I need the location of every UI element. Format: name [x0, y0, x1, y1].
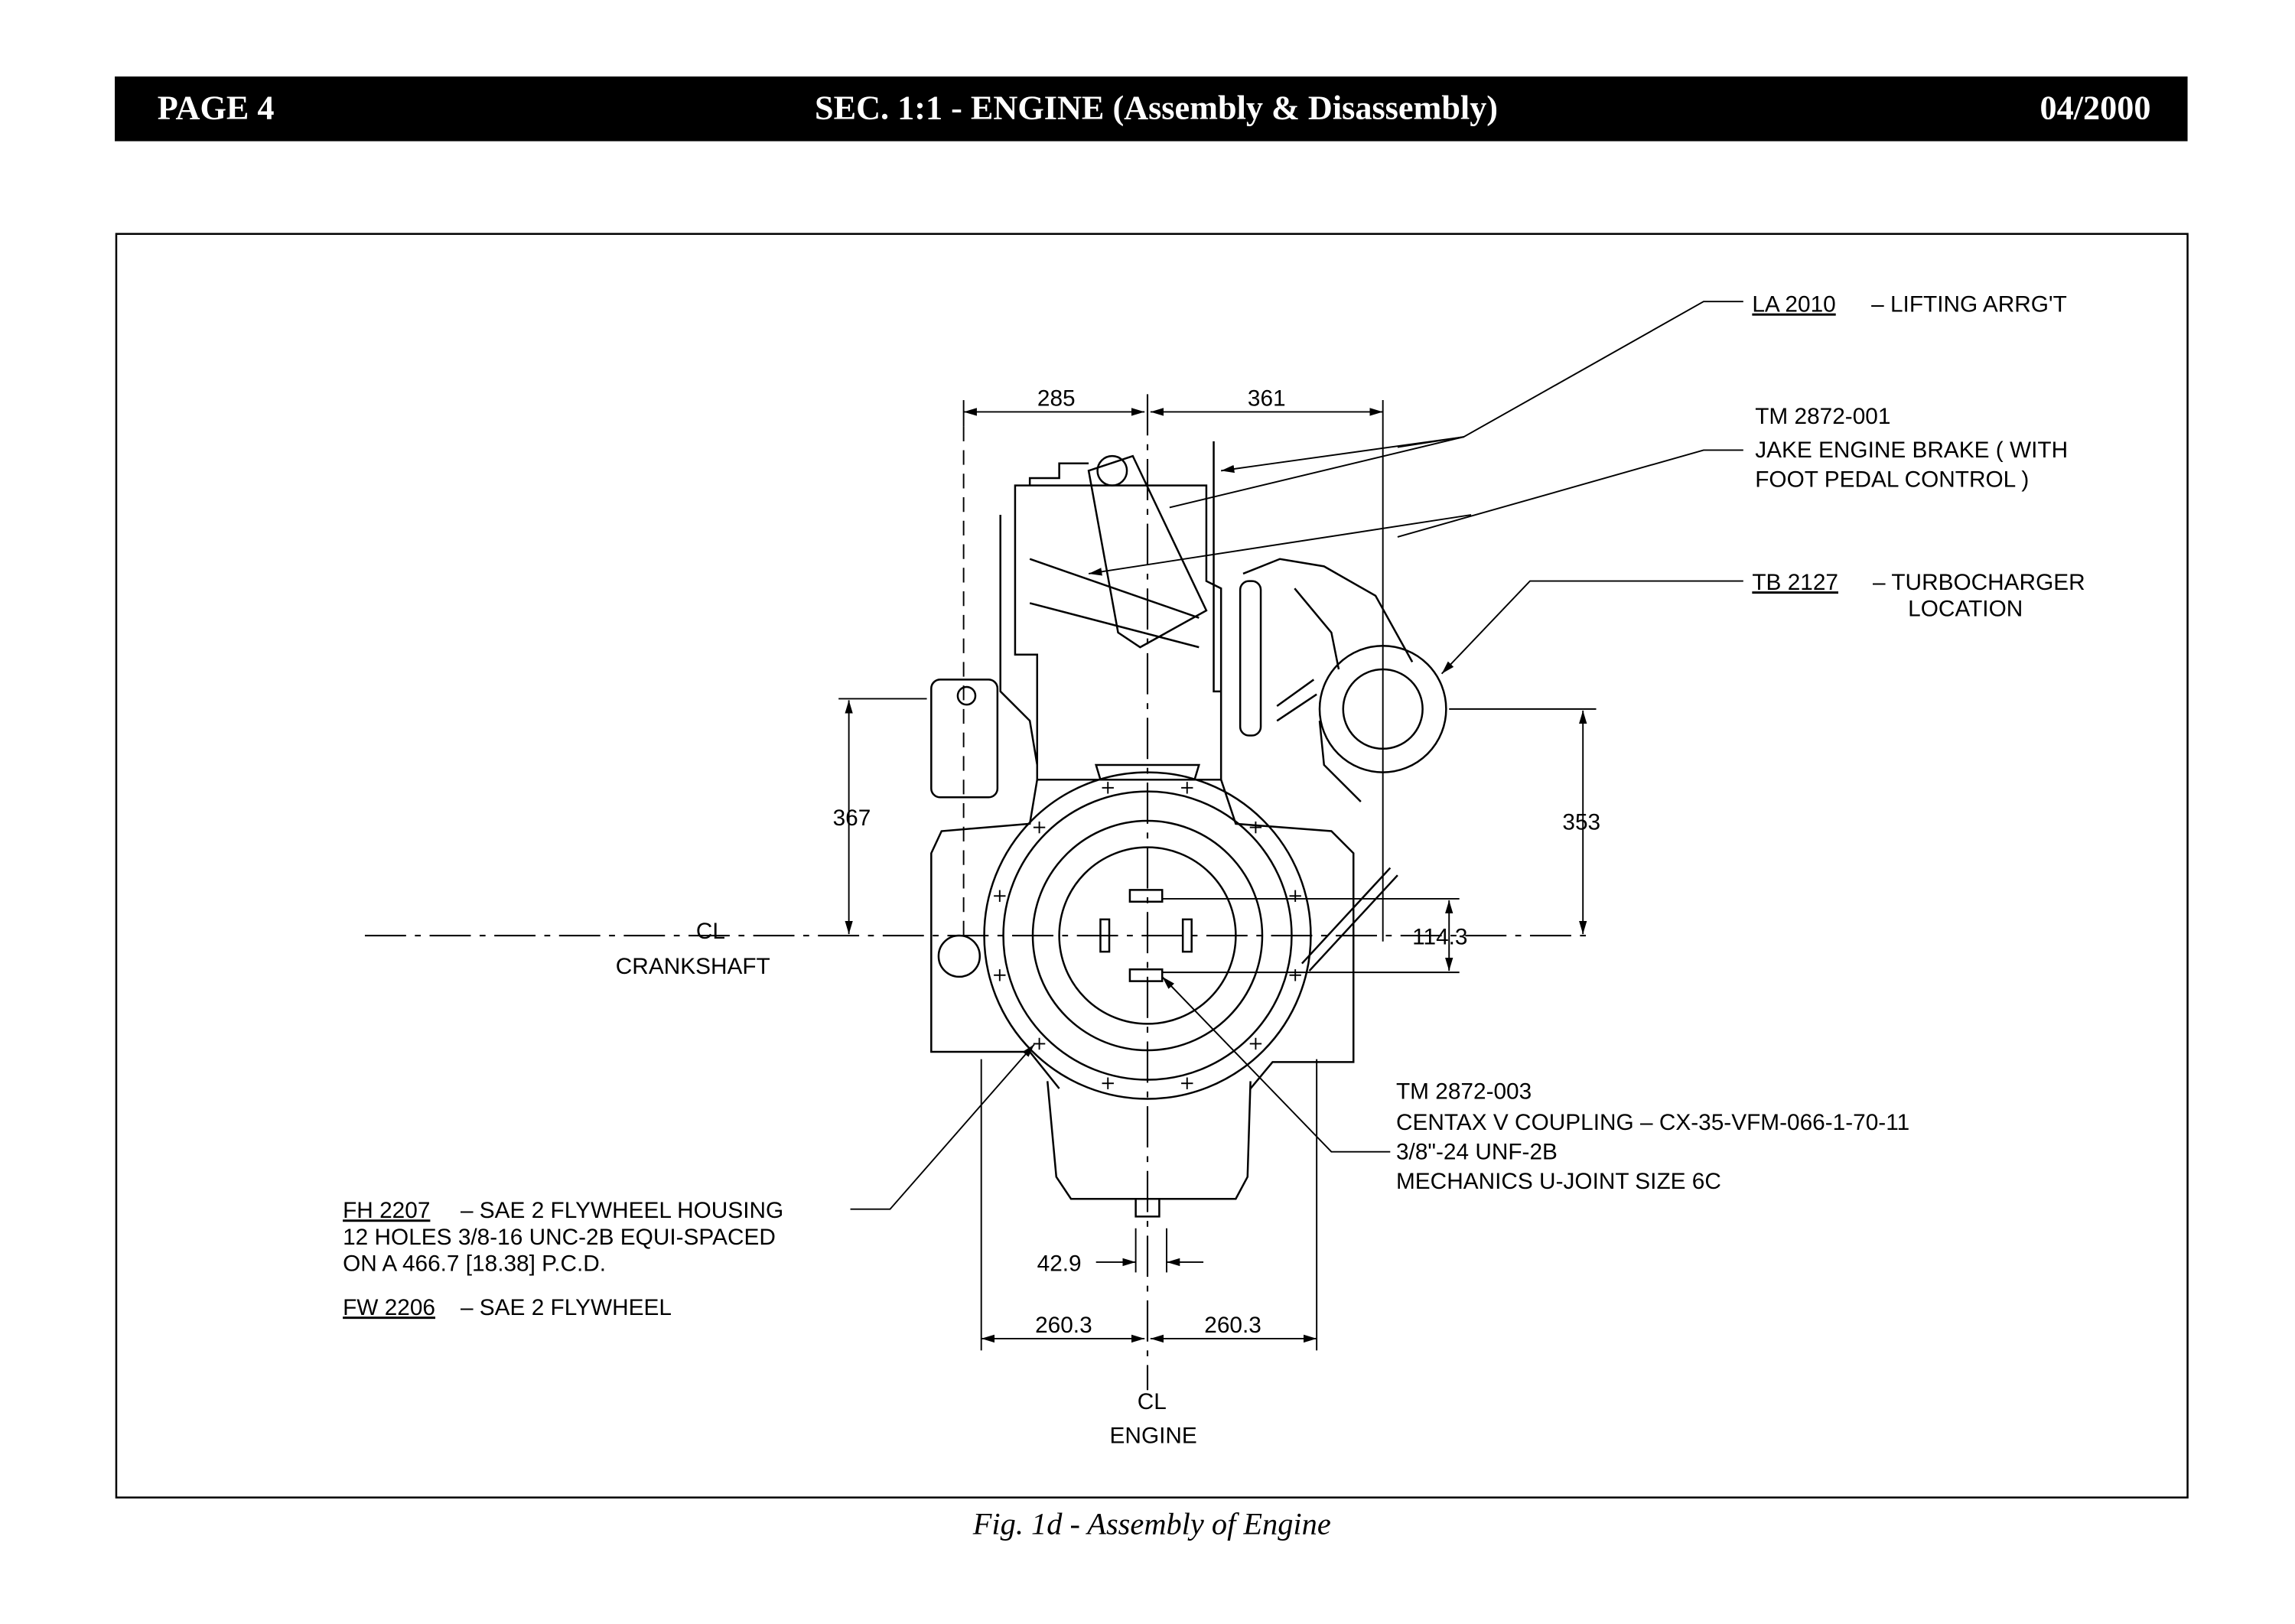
- fh-code: FH 2207: [343, 1198, 430, 1223]
- dim-42-9: 42.9: [1037, 1251, 1082, 1276]
- revision-date: 04/2000: [2040, 89, 2151, 127]
- figure-frame: [115, 233, 2189, 1499]
- tm1-line1: JAKE ENGINE BRAKE ( WITH: [1755, 438, 2068, 463]
- tm3-line3: MECHANICS U-JOINT SIZE 6C: [1396, 1169, 1721, 1194]
- crankshaft-cl-symbol: CL: [696, 919, 725, 944]
- fh-line3: ON A 466.7 [18.38] P.C.D.: [343, 1251, 606, 1276]
- dim-285: 285: [1037, 386, 1076, 412]
- engine-cl-symbol: CL: [1138, 1389, 1167, 1414]
- tb-line2: LOCATION: [1908, 597, 2023, 622]
- section-title: SEC. 1:1 - ENGINE (Assembly & Disassembl…: [815, 89, 1498, 127]
- dim-367: 367: [833, 805, 871, 831]
- dim-260-3-left: 260.3: [1035, 1313, 1092, 1338]
- callouts: LA 2010 – LIFTING ARRG'T TM 2872-001 JAK…: [343, 292, 2085, 1320]
- tm3-line1: CENTAX V COUPLING – CX-35-VFM-066-1-70-1…: [1396, 1110, 1909, 1135]
- dimension-labels: 285 361 367 353 114.3 42.9 260.3 260.3 C…: [616, 386, 1600, 1449]
- la-text: – LIFTING ARRG'T: [1871, 292, 2067, 317]
- fw-text: – SAE 2 FLYWHEEL: [461, 1295, 672, 1320]
- dim-353: 353: [1562, 810, 1600, 835]
- crankshaft-label: CRANKSHAFT: [616, 954, 770, 979]
- figure-caption: Fig. 1d - Assembly of Engine: [972, 1507, 1331, 1541]
- dim-361: 361: [1248, 386, 1286, 412]
- engine-drawing: [364, 301, 1743, 1391]
- tm3-code: TM 2872-003: [1396, 1079, 1532, 1104]
- fw-code: FW 2206: [343, 1295, 435, 1320]
- tm3-line2: 3/8"-24 UNF-2B: [1396, 1139, 1558, 1164]
- tm1-code: TM 2872-001: [1755, 404, 1890, 429]
- engine-label: ENGINE: [1110, 1423, 1197, 1448]
- fh-line2: 12 HOLES 3/8-16 UNC-2B EQUI-SPACED: [343, 1225, 776, 1250]
- fh-text: – SAE 2 FLYWHEEL HOUSING: [461, 1198, 783, 1223]
- tb-text: – TURBOCHARGER: [1873, 570, 2085, 595]
- dim-260-3-right: 260.3: [1204, 1313, 1261, 1338]
- tb-code: TB 2127: [1752, 570, 1838, 595]
- page-number: PAGE 4: [158, 89, 275, 127]
- dim-114-3: 114.3: [1412, 925, 1467, 950]
- tm1-line2: FOOT PEDAL CONTROL ): [1755, 467, 2029, 493]
- la-code: LA 2010: [1752, 292, 1835, 317]
- page-header: PAGE 4 SEC. 1:1 - ENGINE (Assembly & Dis…: [115, 76, 2188, 142]
